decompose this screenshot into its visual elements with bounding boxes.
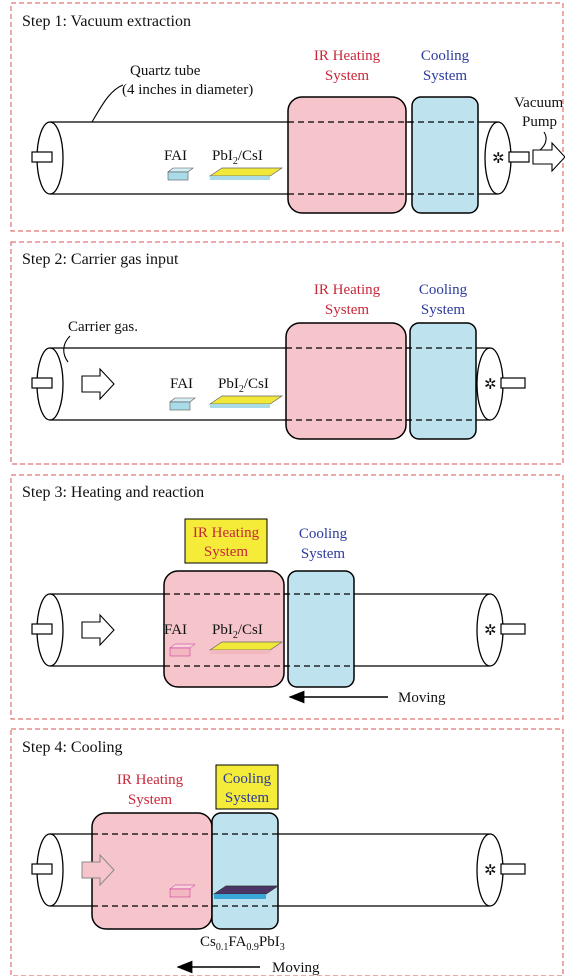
- outlet-nozzle: [500, 377, 526, 389]
- ir-heating-box: [287, 96, 407, 214]
- fai-block: [169, 397, 196, 411]
- fai-block: [167, 167, 194, 181]
- fai-label: FAI: [170, 376, 193, 392]
- arrow-right-icon: [81, 613, 115, 647]
- inlet-nozzle: [31, 863, 53, 875]
- fai-label: FAI: [164, 148, 187, 164]
- ir-heating-label-1: IR Heating: [314, 48, 381, 64]
- step-1-title: Step 1: Vacuum extraction: [22, 13, 191, 30]
- step-1-panel: Step 1: Vacuum extraction ✲ IR Heating S…: [10, 2, 565, 232]
- step-2-title: Step 2: Carrier gas input: [22, 251, 179, 268]
- vacuum-pump-label-1: Vacuum: [514, 95, 563, 111]
- ir-heating-box: [163, 570, 285, 688]
- cooling-label-highlight: [215, 764, 279, 810]
- outlet-nozzle: [500, 623, 526, 635]
- ir-heating-label-2: System: [325, 68, 370, 84]
- outlet-nozzle: [508, 151, 530, 163]
- fai-block-heated: [169, 643, 196, 657]
- valve-icon: ✲: [484, 377, 497, 393]
- cooling-box: [411, 96, 479, 214]
- arrow-right-icon: [81, 367, 115, 401]
- cooling-label-2: System: [423, 68, 468, 84]
- ir-heating-label-2: System: [128, 792, 173, 808]
- moving-label: Moving: [398, 690, 446, 706]
- outlet-nozzle: [500, 863, 526, 875]
- ir-heating-label-2: System: [204, 544, 249, 560]
- step-2-frame: [10, 241, 564, 465]
- cooling-label-2: System: [301, 546, 346, 562]
- step-3-frame: [10, 474, 564, 720]
- pbi2-label: PbI2/CsI: [212, 148, 263, 167]
- step-4-frame: [10, 728, 564, 976]
- valve-icon: ✲: [484, 863, 497, 879]
- moving-label: Moving: [272, 960, 320, 976]
- ir-heating-label-1: IR Heating: [117, 772, 184, 788]
- step-4-panel: Step 4: Cooling ✲ IR Heating System Cool…: [10, 728, 564, 976]
- fai-residue-block: [169, 884, 196, 898]
- product-formula: Cs0.1FA0.9PbI3: [200, 934, 285, 953]
- valve-icon: ✲: [484, 623, 497, 639]
- cooling-box: [409, 322, 477, 440]
- inlet-nozzle: [31, 151, 53, 163]
- carrier-gas-label: Carrier gas.: [68, 319, 138, 335]
- ir-heating-label-highlight: [184, 518, 268, 564]
- cooling-label-1: Cooling: [299, 526, 348, 542]
- step-1-frame: [10, 2, 564, 232]
- arrow-right-icon: [81, 853, 115, 887]
- pbi2-csi-plate: [208, 395, 284, 408]
- ir-heating-label-2: System: [325, 302, 370, 318]
- cooling-label-2: System: [225, 790, 270, 806]
- vacuum-pump-label-2: Pump: [522, 114, 557, 130]
- cooling-box: [211, 812, 279, 930]
- quartz-tube-label: Quartz tube: [130, 63, 201, 79]
- step-3-title: Step 3: Heating and reaction: [22, 484, 204, 501]
- inlet-nozzle: [31, 377, 53, 389]
- cooling-label-1: Cooling: [421, 48, 470, 64]
- pbi2-label: PbI2/CsI: [218, 376, 269, 395]
- step-3-panel: Step 3: Heating and reaction ✲ IR Heatin…: [10, 474, 564, 720]
- pbi2-csi-plate: [208, 167, 284, 180]
- arrow-right-icon: [532, 141, 565, 173]
- valve-icon: ✲: [492, 151, 505, 167]
- quartz-tube-diameter: (4 inches in diameter): [122, 82, 253, 98]
- perovskite-film-plate: [212, 885, 280, 899]
- cooling-label-1: Cooling: [419, 282, 468, 298]
- cooling-label-1: Cooling: [223, 771, 272, 787]
- ir-heating-box: [285, 322, 407, 440]
- cooling-label-2: System: [421, 302, 466, 318]
- pbi2-csi-plate: [208, 641, 284, 654]
- step-2-panel: Step 2: Carrier gas input ✲ IR Heating S…: [10, 241, 564, 465]
- step-4-title: Step 4: Cooling: [22, 739, 122, 756]
- pbi2-label: PbI2/CsI: [212, 622, 263, 641]
- ir-heating-label-1: IR Heating: [193, 525, 260, 541]
- ir-heating-label-1: IR Heating: [314, 282, 381, 298]
- cooling-box: [287, 570, 355, 688]
- fai-label: FAI: [164, 622, 187, 638]
- inlet-nozzle: [31, 623, 53, 635]
